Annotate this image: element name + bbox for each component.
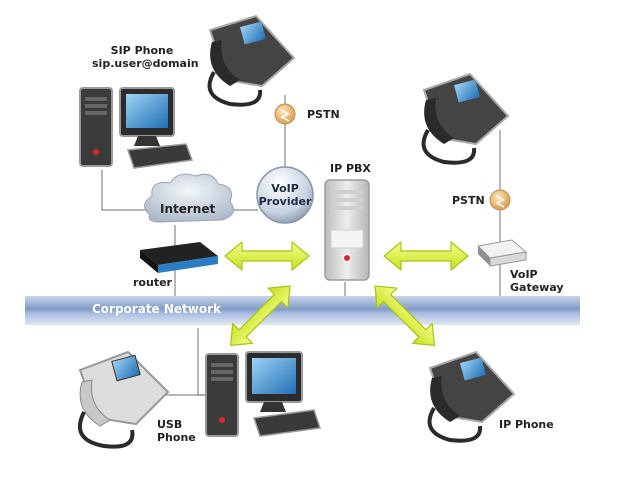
ip-phone-label: IP Phone — [499, 418, 554, 431]
pstn-right-label: PSTN — [452, 194, 485, 207]
ip-phone-icon — [427, 350, 516, 443]
pstn-top-icon — [274, 103, 296, 125]
line-sip-pc-internet — [101, 170, 150, 211]
usb-phone-line1: USB — [157, 418, 183, 431]
arrow-router-pbx — [224, 241, 310, 271]
voip-gateway-label: VoIP Gateway — [510, 268, 564, 294]
voip-gateway-line2: Gateway — [510, 281, 564, 294]
voip-provider-line2: Provider — [258, 195, 312, 208]
usb-phone-line2: Phone — [157, 431, 196, 444]
router-label: router — [133, 276, 172, 289]
internet-label: Internet — [160, 202, 216, 216]
voip-provider-line1: VoIP — [271, 182, 299, 195]
sip-phone-address: sip.user@domain — [92, 57, 199, 70]
sip-pc-icon — [79, 87, 194, 169]
sip-phone-label: SIP Phone sip.user@domain — [92, 44, 199, 70]
ip-pbx-server-icon — [324, 179, 370, 281]
arrow-pbx-ip-phone — [374, 285, 435, 346]
voip-gateway-line1: VoIP — [510, 268, 538, 281]
pstn-top-label: PSTN — [307, 108, 340, 121]
voip-provider-label: VoIP Provider — [255, 182, 315, 208]
usb-phone-label: USB Phone — [157, 418, 196, 444]
lightning-icon — [280, 109, 290, 122]
pstn-right-icon — [489, 189, 511, 211]
sip-phone-title: SIP Phone — [110, 44, 174, 57]
voip-provider-sphere-icon — [256, 166, 314, 224]
internet-cloud-icon — [144, 173, 235, 223]
router-icon — [140, 242, 218, 273]
usb-phone-icon — [78, 350, 170, 449]
voip-gateway-icon — [476, 239, 528, 267]
lightning-icon — [495, 195, 505, 208]
corporate-network-label: Corporate Network — [92, 302, 222, 316]
pstn-phone-right-icon — [421, 72, 510, 165]
pstn-phone-top-icon — [207, 14, 296, 107]
arrow-pbx-gateway — [383, 241, 469, 271]
ip-pbx-label: IP PBX — [330, 162, 371, 175]
usb-pc-icon — [205, 351, 321, 437]
arrow-pbx-usb-pc — [230, 285, 291, 346]
corporate-network-bar — [25, 296, 580, 325]
